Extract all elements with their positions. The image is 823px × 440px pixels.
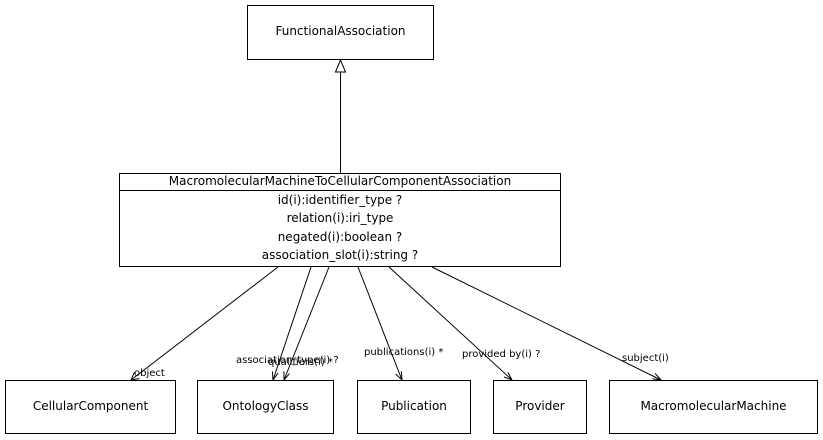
edge-label-object: object: [134, 368, 165, 379]
slot-relation: relation(i):iri_type: [287, 211, 394, 225]
functional-association-class: FunctionalAssociation: [247, 5, 434, 60]
cellular-component-label: CellularComponent: [33, 399, 149, 413]
slot-id: id(i):identifier_type ?: [278, 193, 403, 207]
inheritance-arrowhead: [334, 58, 347, 73]
inheritance-edge: [334, 58, 347, 173]
edge-label-association-type: association_type(i) ?: [236, 355, 339, 366]
provider-label: Provider: [515, 399, 564, 413]
edge-qualifiers: qualifiers(i) *: [268, 266, 333, 382]
ontology-class-class: OntologyClass: [197, 380, 334, 434]
provider-class: Provider: [493, 380, 587, 434]
publication-class: Publication: [357, 380, 471, 434]
macromolecular-machine-label: MacromolecularMachine: [640, 399, 786, 413]
edge-label-qualifiers: qualifiers(i) *: [268, 357, 333, 368]
publication-label: Publication: [381, 399, 447, 413]
cellular-component-class: CellularComponent: [5, 380, 176, 434]
main-class-name: MacromolecularMachineToCellularComponent…: [169, 174, 511, 188]
slot-association-slot: association_slot(i):string ?: [262, 248, 418, 262]
edge-publications: publications(i) *: [357, 266, 443, 382]
edge-label-subject: subject(i): [622, 353, 669, 364]
edge-label-provided-by: provided by(i) ?: [462, 349, 540, 360]
functional-association-label: FunctionalAssociation: [275, 24, 405, 38]
edge-subject: subject(i): [431, 266, 669, 381]
ontology-class-label: OntologyClass: [222, 399, 308, 413]
edge-label-publications: publications(i) *: [364, 347, 443, 358]
slot-negated: negated(i):boolean ?: [278, 230, 403, 244]
macromolecular-machine-to-cellular-component-association-class: MacromolecularMachineToCellularComponent…: [119, 173, 561, 267]
edge-provided-by: provided by(i) ?: [388, 266, 540, 381]
macromolecular-machine-class: MacromolecularMachine: [609, 380, 818, 434]
